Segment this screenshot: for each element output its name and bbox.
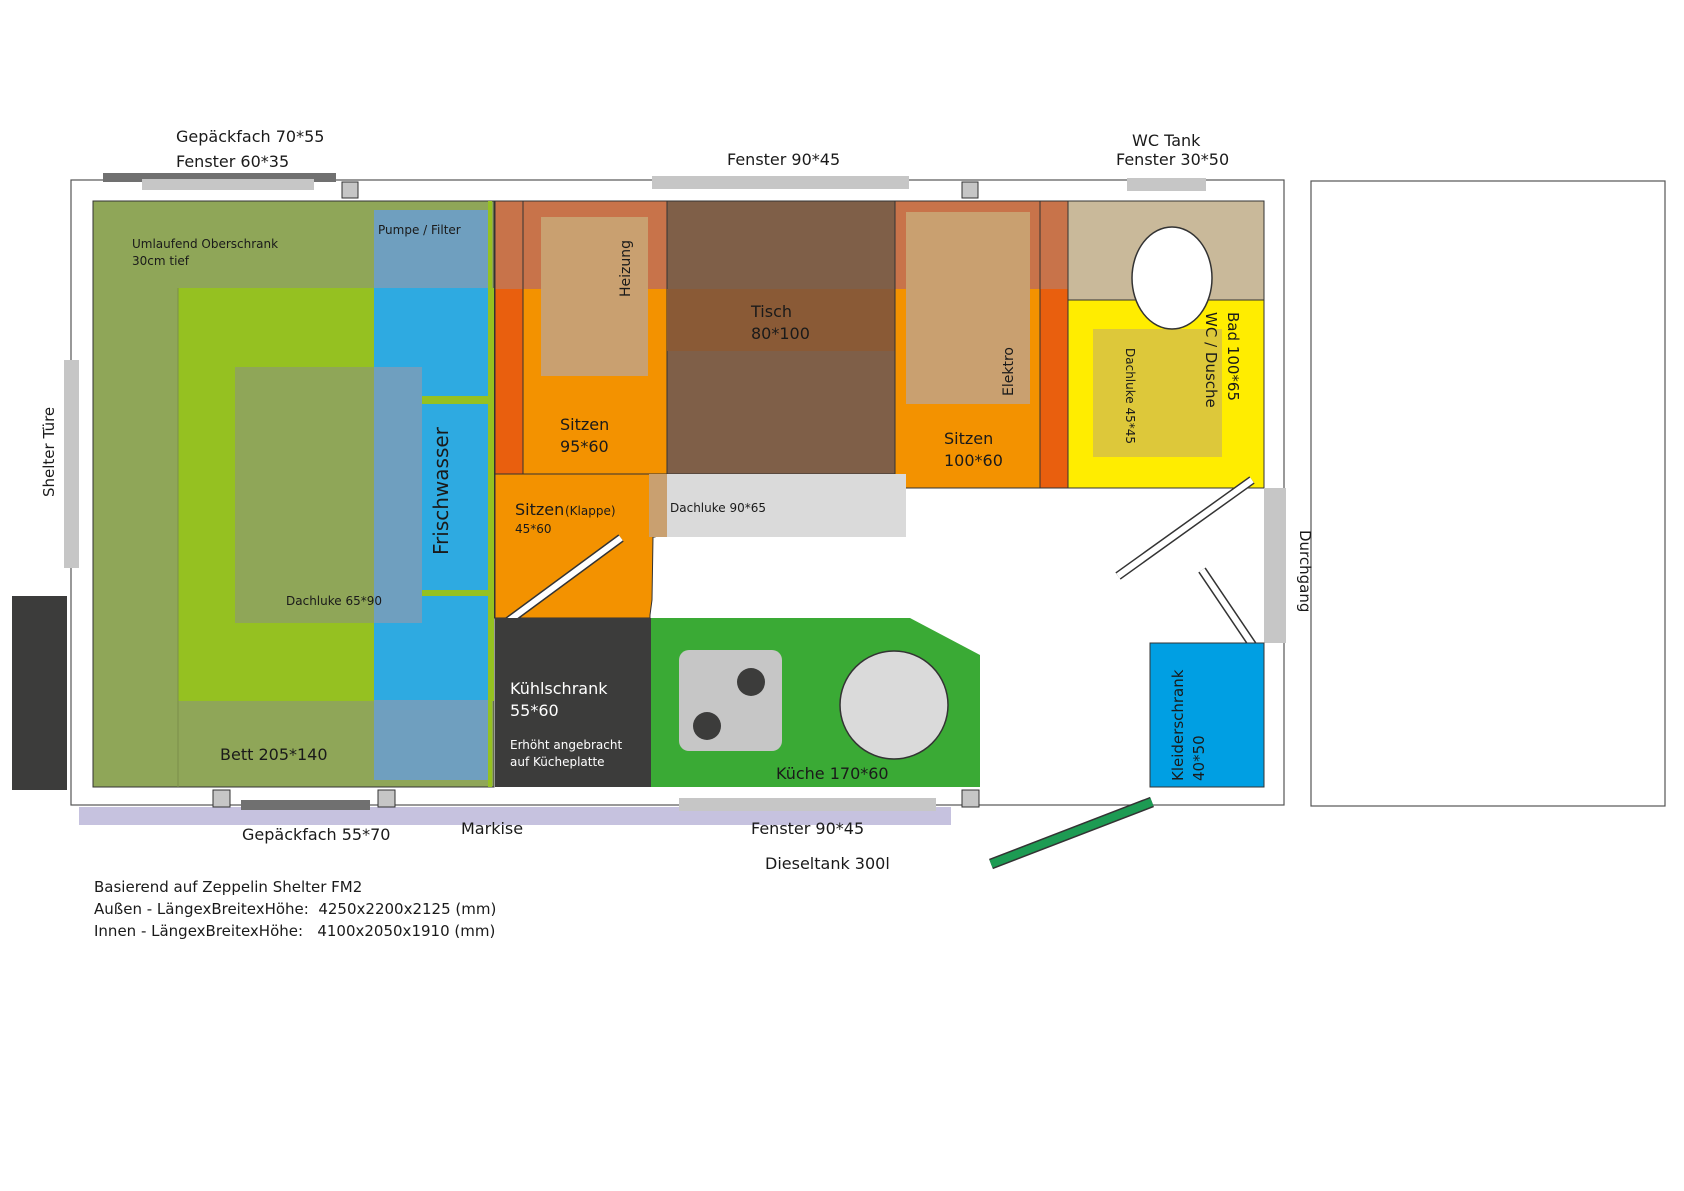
burner-2-icon <box>693 712 721 740</box>
label-durchgang: Durchgang <box>1296 530 1314 612</box>
sink-icon <box>839 650 949 760</box>
label-sitzen-left-2: 95*60 <box>560 437 609 456</box>
dieseltank-line-inner <box>989 798 1154 868</box>
pumpe-overlay <box>374 210 490 288</box>
label-bad: Bad 100*65 <box>1224 312 1242 401</box>
label-oberschrank-2: 30cm tief <box>132 254 190 268</box>
wc-icon <box>1131 226 1213 330</box>
bad-door-inner <box>1116 477 1254 579</box>
label-wc-dusche: WC / Dusche <box>1202 312 1220 408</box>
label-kleiderschrank-2: 40*50 <box>1190 735 1208 781</box>
markise <box>79 807 951 825</box>
vent-top-left <box>341 181 359 199</box>
label-pumpe: Pumpe / Filter <box>378 223 461 237</box>
dachluke-mid <box>649 474 906 537</box>
label-dachluke-bad: Dachluke 45*45 <box>1123 348 1137 444</box>
label-fenster-top-mid: Fenster 90*45 <box>727 150 840 169</box>
info-line-1: Basierend auf Zeppelin Shelter FM2 <box>94 878 363 896</box>
frischwasser-overlay-mid <box>374 367 422 623</box>
vent-bottom-3 <box>961 789 980 808</box>
label-shelter-tuere: Shelter Türe <box>40 407 58 497</box>
dachluke-bad <box>1093 329 1222 457</box>
label-erhoeht-2: auf Kücheplatte <box>510 755 605 769</box>
label-erhoeht-1: Erhöht angebracht <box>510 738 622 752</box>
table-mid-band <box>667 289 895 351</box>
gepaeckfach-bottom-bar <box>241 800 370 810</box>
kuehlschrank <box>495 618 651 787</box>
label-kuehlschrank-1: Kühlschrank <box>510 679 608 698</box>
label-gepaeckfach-top: Gepäckfach 70*55 <box>176 127 324 146</box>
durchgang-bar <box>1264 488 1286 643</box>
wardrobe-door-inner <box>1199 568 1259 652</box>
label-fenster-top-left: Fenster 60*35 <box>176 152 289 171</box>
heizung-box <box>541 217 648 376</box>
label-frischwasser: Frischwasser <box>429 426 453 555</box>
info-line-2: Außen - LängexBreitexHöhe: 4250x2200x212… <box>94 900 497 918</box>
kleiderschrank <box>1149 642 1265 788</box>
label-sitzen-klappe-2: 45*60 <box>515 522 552 536</box>
label-dachluke-bed: Dachluke 65*90 <box>286 594 382 608</box>
label-tisch-2: 80*100 <box>751 324 810 343</box>
folding-seat-area <box>494 473 668 619</box>
label-tisch-1: Tisch <box>750 302 792 321</box>
label-sitzen-klappe-1: Sitzen <box>515 500 564 519</box>
gepaeckfach-top-bar <box>103 173 336 182</box>
klappe-hinge-inner <box>505 535 623 625</box>
frischwasser-overlay-bottom <box>374 700 490 780</box>
label-kuehlschrank-2: 55*60 <box>510 701 559 720</box>
info-block: Basierend auf Zeppelin Shelter FM2 Außen… <box>94 876 496 942</box>
label-gepaeckfach-bottom: Gepäckfach 55*70 <box>242 825 390 844</box>
label-dachluke-mid: Dachluke 90*65 <box>670 501 766 515</box>
fenster-top-mid <box>652 176 909 189</box>
label-kleiderschrank-1: Kleiderschrank <box>1169 669 1187 781</box>
label-elektro: Elektro <box>1001 347 1017 396</box>
fenster-bottom <box>679 798 936 811</box>
label-sitzen-klappe-klappe: (Klappe) <box>565 504 616 518</box>
label-sitzen-right-1: Sitzen <box>944 429 993 448</box>
label-sitzen-left-1: Sitzen <box>560 415 609 434</box>
dachluke-mid-overlap <box>649 474 667 537</box>
fenster-top-right <box>1127 178 1206 191</box>
label-kueche: Küche 170*60 <box>776 764 889 783</box>
fenster-top-left <box>142 179 314 190</box>
label-sitzen-right-2: 100*60 <box>944 451 1003 470</box>
cooktop <box>679 650 782 751</box>
vent-bottom-1 <box>212 789 231 808</box>
label-fenster-top-right: Fenster 30*50 <box>1116 150 1229 169</box>
label-dieseltank: Dieseltank 300l <box>765 854 890 873</box>
vent-bottom-2 <box>377 789 396 808</box>
label-markise: Markise <box>461 819 523 838</box>
label-wc-tank: WC Tank <box>1132 131 1201 150</box>
label-oberschrank-1: Umlaufend Oberschrank <box>132 237 278 251</box>
info-line-3: Innen - LängexBreitexHöhe: 4100x2050x191… <box>94 922 496 940</box>
cabin-outline <box>1310 180 1666 807</box>
exterior-block <box>12 596 67 790</box>
label-fenster-bottom: Fenster 90*45 <box>751 819 864 838</box>
label-heizung: Heizung <box>618 240 634 297</box>
label-bett: Bett 205*140 <box>220 745 328 764</box>
elektro-box <box>906 212 1030 404</box>
shelter-door <box>64 360 79 568</box>
burner-1-icon <box>737 668 765 696</box>
vent-top-right <box>961 181 979 199</box>
